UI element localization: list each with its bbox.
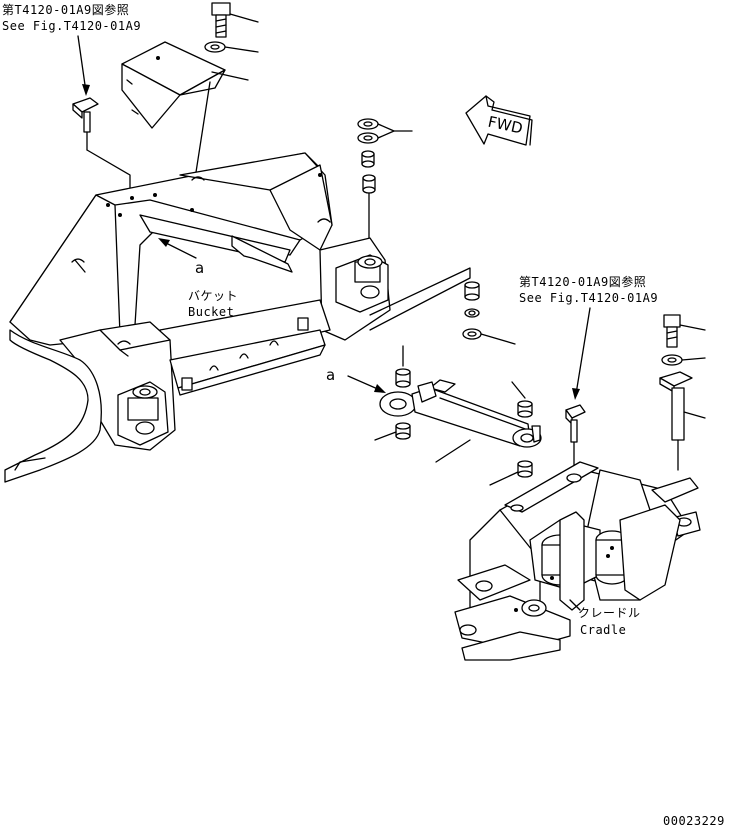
ref-top-arrowhead — [82, 84, 90, 96]
top-cover-plate — [121, 41, 249, 199]
ref-right-jp: 第T4120-01A9図参照 — [519, 274, 646, 289]
ref-right-leader — [575, 307, 591, 395]
cradle-body — [454, 461, 701, 661]
top-washer — [204, 41, 259, 53]
right-washer — [661, 354, 706, 366]
cradle-label-en: Cradle — [580, 623, 626, 637]
bracket-bolt-left — [72, 97, 131, 201]
top-bolt — [211, 2, 259, 38]
ref-right-en: See Fig.T4120-01A9 — [519, 291, 658, 305]
callout-a-top: a — [158, 238, 204, 277]
drawing-number: 00023229 — [663, 814, 725, 828]
bucket-label-en: Bucket — [188, 305, 234, 319]
callout-a-lower-label: a — [326, 366, 335, 384]
fwd-arrow: FWD — [465, 95, 533, 146]
ref-top-leader — [77, 35, 87, 93]
section-break-line — [369, 267, 471, 331]
bracket-bolt-right-small — [565, 404, 586, 471]
ref-top-jp: 第T4120-01A9図参照 — [2, 2, 129, 17]
pin-stack-lower — [462, 281, 516, 345]
callout-a-top-label: a — [195, 259, 204, 277]
cradle-label-jp: クレードル — [578, 606, 641, 620]
bucket-body — [4, 152, 391, 483]
callout-a-lower: a — [326, 366, 386, 393]
ref-right-arrowhead — [572, 388, 580, 400]
cylinder-assembly — [374, 345, 542, 486]
pin-stack-upper — [357, 118, 413, 256]
right-bolt — [663, 314, 706, 348]
bucket-label-jp: バケット — [188, 289, 238, 303]
right-long-pin — [659, 371, 706, 471]
ref-top-en: See Fig.T4120-01A9 — [2, 19, 141, 33]
